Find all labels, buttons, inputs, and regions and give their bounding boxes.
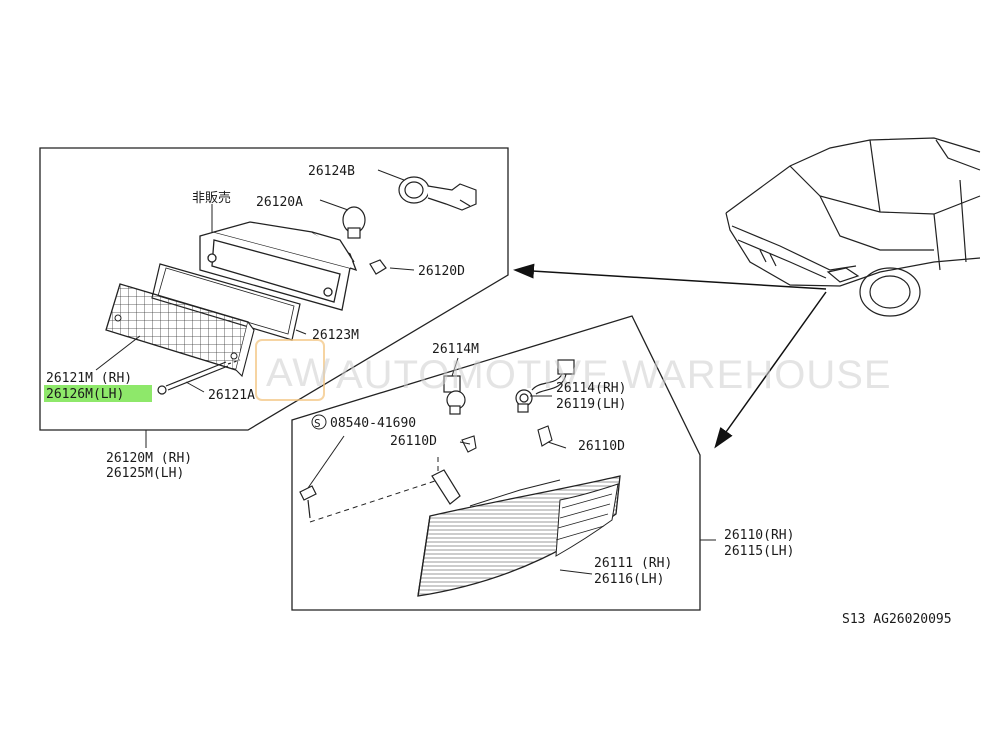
label-26121a[interactable]: 26121A (208, 388, 255, 403)
label-26121m-rh[interactable]: 26121M (RH) (46, 371, 132, 386)
label-26114-rh[interactable]: 26114(RH) (556, 381, 626, 396)
bulb-26110d (461, 425, 553, 453)
label-26120a[interactable]: 26120A (256, 195, 303, 210)
label-26115-lh[interactable]: 26115(LH) (724, 544, 794, 559)
socket-26124b (398, 176, 477, 211)
label-26110-rh[interactable]: 26110(RH) (724, 528, 794, 543)
upper-arrow (513, 263, 827, 290)
screw-symbol-circle (311, 414, 327, 430)
upper-leaders (95, 169, 415, 448)
label-26126m-lh[interactable]: 26126M(LH) (46, 387, 124, 402)
car-illustration (725, 137, 981, 317)
label-26114m[interactable]: 26114M (432, 342, 479, 357)
label-non-sale: 非販売 (192, 190, 231, 206)
label-26111-rh[interactable]: 26111 (RH) (594, 556, 672, 571)
label-26124b[interactable]: 26124B (308, 164, 355, 179)
bulb-26120a (342, 206, 366, 239)
diagram-code: S13 AG26020095 (842, 612, 952, 627)
lower-panel-frame (291, 315, 701, 611)
label-26123m[interactable]: 26123M (312, 328, 359, 343)
highlight-26126m (44, 385, 152, 402)
screw-26121a (157, 359, 241, 395)
label-08540-41690[interactable]: 08540-41690 (330, 416, 416, 431)
bulb-26120d (369, 259, 387, 275)
label-26116-lh[interactable]: 26116(LH) (594, 572, 664, 587)
label-26110d-left[interactable]: 26110D (390, 434, 437, 449)
watermark-logo: AW (266, 351, 331, 395)
screw-08540 (299, 485, 317, 519)
bulb-26114m (443, 375, 466, 415)
watermark: AW AUTOMOTIVE WAREHOUSE (255, 339, 892, 401)
upper-panel-frame (39, 147, 509, 431)
lamp-housing (199, 221, 358, 311)
screw-symbol: S (314, 417, 321, 430)
label-26120d[interactable]: 26120D (418, 264, 465, 279)
corner-lamp (417, 469, 621, 597)
socket-26114 (515, 359, 575, 413)
lower-leaders (307, 357, 716, 575)
label-26120m-rh[interactable]: 26120M (RH) (106, 451, 192, 466)
label-26110d-right[interactable]: 26110D (578, 439, 625, 454)
watermark-text: AUTOMOTIVE WAREHOUSE (336, 353, 892, 397)
label-26125m-lh[interactable]: 26125M(LH) (106, 466, 184, 481)
lens-26121m (105, 283, 255, 378)
lower-arrow (714, 291, 827, 449)
label-26119-lh[interactable]: 26119(LH) (556, 397, 626, 412)
